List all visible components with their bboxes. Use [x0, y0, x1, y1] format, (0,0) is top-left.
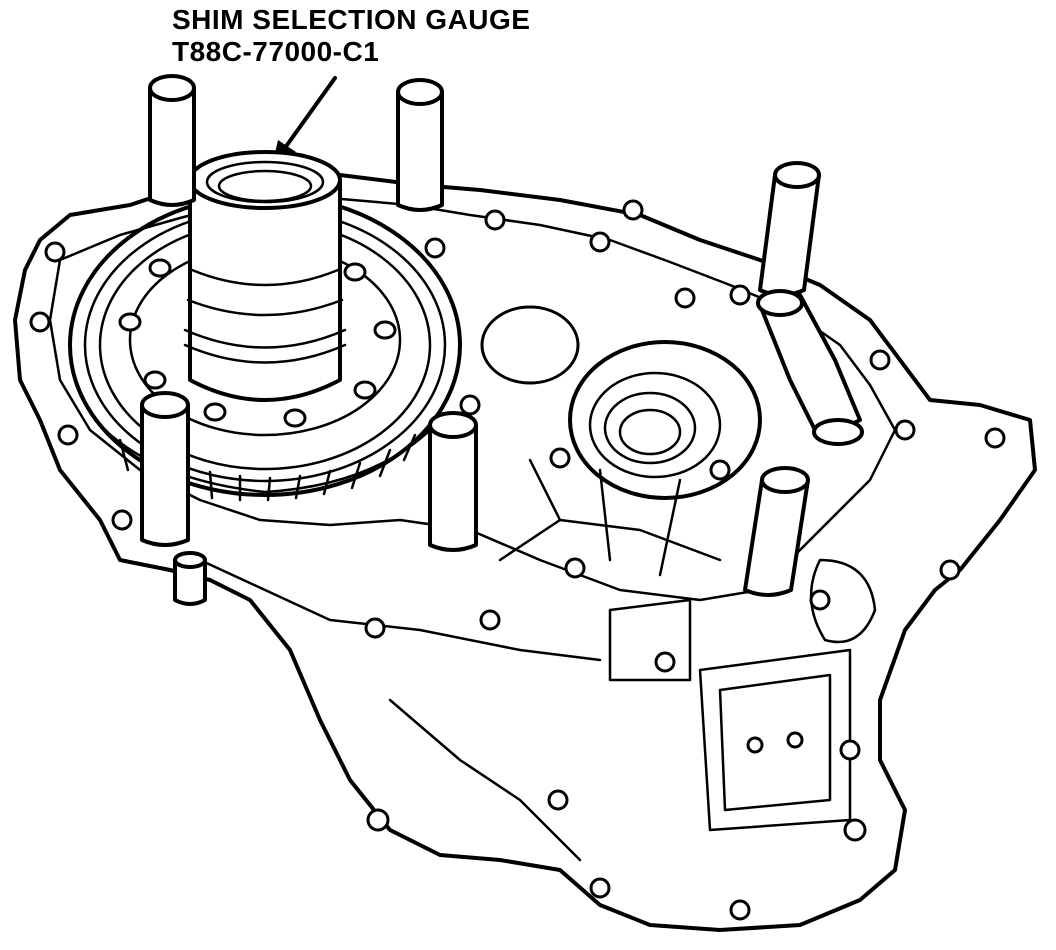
shift-linkage — [756, 289, 864, 446]
tool-name-text: SHIM SELECTION GAUGE — [172, 4, 531, 35]
tool-callout-label: SHIM SELECTION GAUGE T88C-77000-C1 — [172, 4, 530, 68]
case-openings — [480, 305, 762, 500]
mounting-posts — [140, 74, 821, 597]
tool-part-number-text: T88C-77000-C1 — [172, 36, 380, 67]
gear-bolt-holes — [118, 258, 397, 428]
case-bolt-bosses — [29, 199, 1006, 921]
case-outline — [13, 168, 1037, 932]
shim-selection-gauge — [183, 150, 347, 402]
mount-stud — [173, 551, 207, 606]
